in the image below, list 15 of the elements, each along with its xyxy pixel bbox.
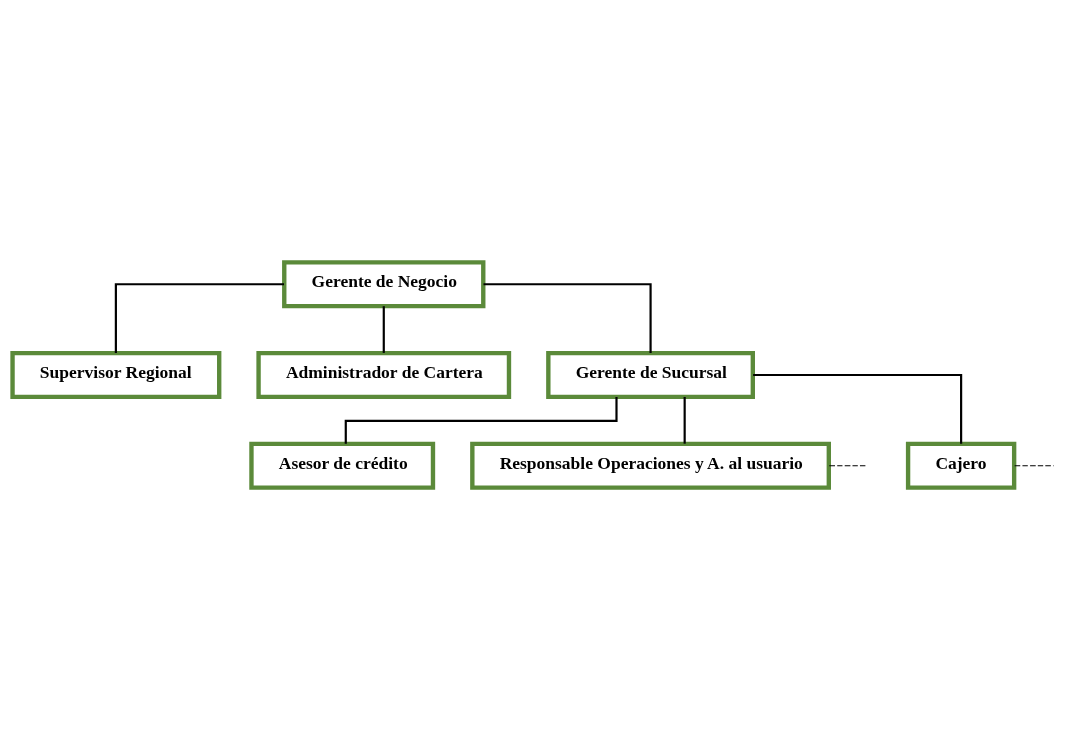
node-box: Cajero: [905, 441, 1017, 490]
connector: [382, 305, 385, 353]
node-box: Gerente de Negocio: [282, 259, 486, 308]
connector: [114, 282, 284, 353]
connector: [483, 282, 652, 353]
connector: [828, 464, 868, 466]
node-box: Gerente de Sucursal: [546, 350, 755, 399]
node-box: Asesor de crédito: [249, 441, 436, 490]
connector: [1014, 464, 1055, 466]
connector: [344, 396, 618, 444]
connector: [753, 373, 963, 444]
node-box: Responsable Operaciones y A. al usuario: [470, 441, 831, 490]
node-box: Supervisor Regional: [10, 350, 222, 399]
connector: [683, 396, 686, 444]
node-box: Administrador de Cartera: [256, 350, 512, 399]
